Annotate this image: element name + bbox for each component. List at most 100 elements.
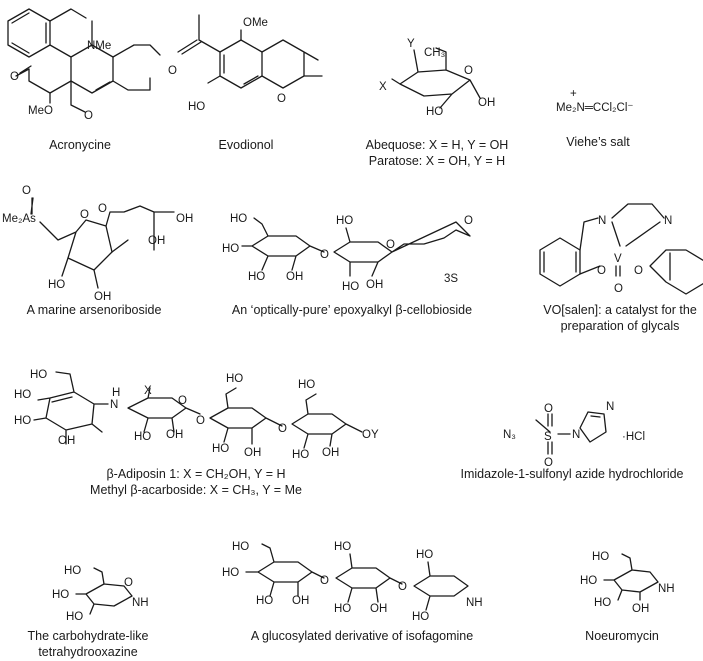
arsenoriboside-caption: A marine arsenoriboside <box>26 303 162 317</box>
adip-n-label: N <box>110 399 118 411</box>
imid-n1-label: N <box>572 429 580 441</box>
adip-oh1-label: OH <box>58 435 75 447</box>
arseno-ho-label: HO <box>48 279 65 291</box>
arsenic-oxide-o-label: O <box>22 185 31 197</box>
oxazine-caption-line2: tetrahydrooxazine <box>38 645 138 659</box>
paratose-caption-line: Paratose: X = OH, Y = H <box>368 154 506 168</box>
evodionol-caption: Evodionol <box>218 138 274 152</box>
imidazole-structure: N₃ S O O N N ·HCl <box>503 401 645 469</box>
adip-ho-ch2-label: HO <box>30 369 47 381</box>
acronycine-caption: Acronycine <box>49 138 111 152</box>
sulfur-label: S <box>544 431 552 443</box>
iso-nh-label: NH <box>466 597 483 609</box>
cello-oh1-label: OH <box>286 271 303 283</box>
noeuromycin-caption: Noeuromycin <box>585 629 659 643</box>
cello-o2-label: O <box>386 239 395 251</box>
abequose-structure: Y CH₃ X O HO OH <box>379 38 495 118</box>
iso-o1-label: O <box>320 575 329 587</box>
cello-ho2-label: HO <box>230 213 247 225</box>
imidazole-caption: Imidazole-1-sulfonyl azide hydrochloride <box>460 467 684 481</box>
cellobioside-structure: HO HO HO OH O HO HO OH O O 3S <box>222 213 473 293</box>
adip-o2-label: O <box>196 415 205 427</box>
noeuromycin-structure: HO HO HO NH OH <box>580 551 675 615</box>
evodionol-o-label: O <box>277 93 286 105</box>
nme-label: NMe <box>87 40 111 52</box>
adip-ho7-label: HO <box>292 449 309 461</box>
cellobioside-caption: An ‘optically-pure’ epoxyalkyl β-cellobi… <box>231 303 473 317</box>
ox-ho1-label: HO <box>64 565 81 577</box>
salen-n2-label: N <box>664 215 672 227</box>
arseno-oh3-label: OH <box>176 213 193 225</box>
cello-ho4-label: HO <box>336 215 353 227</box>
vosalen-caption-line1: VO[salen]: a catalyst for the <box>543 303 697 317</box>
ox-nh-label: NH <box>132 597 149 609</box>
vanadium-label: V <box>614 253 622 265</box>
noe-nh-label: NH <box>658 583 675 595</box>
adiposin-caption-line: β-Adiposin 1: X = CH₂OH, Y = H <box>106 467 286 481</box>
acronycine-structure: NMe O MeO O <box>7 8 161 122</box>
cello-ho1-label: HO <box>222 243 239 255</box>
iso-oh2-label: OH <box>370 603 387 615</box>
iso-ho5-label: HO <box>334 603 351 615</box>
abequose-oh-label: OH <box>478 97 495 109</box>
hcl-label: ·HCl <box>622 431 645 443</box>
azide-n3-label: N₃ <box>503 429 516 441</box>
vosalen-structure: N N V O O O <box>539 203 703 295</box>
arsenoriboside-structure: O Me₂As O O HO OH OH OH <box>2 185 193 303</box>
ox-ho2-label: HO <box>52 589 69 601</box>
noe-ho3-label: HO <box>594 597 611 609</box>
noe-oh-label: OH <box>632 603 649 615</box>
ring-o-label: O <box>464 65 473 77</box>
ome-label: OMe <box>243 17 268 29</box>
viehe-plus-label: + <box>570 88 577 100</box>
oxazine-structure: HO HO HO O NH <box>52 565 149 623</box>
ether-o-label: O <box>98 203 107 215</box>
arseno-oh2-label: OH <box>148 235 165 247</box>
salen-o2-label: O <box>634 265 643 277</box>
abequose-caption-line: Abequose: X = H, Y = OH <box>365 138 509 152</box>
three-s-label: 3S <box>444 273 458 285</box>
adip-ho3-label: HO <box>134 431 151 443</box>
cello-oh2-label: OH <box>366 279 383 291</box>
meo-label: MeO <box>28 105 53 117</box>
evodionol-structure: OMe O HO O <box>168 14 323 113</box>
adip-ho6-label: HO <box>298 379 315 391</box>
epoxide-o-label: O <box>464 215 473 227</box>
viehe-caption: Viehe’s salt <box>566 135 630 149</box>
pyran-o-label: O <box>84 110 93 122</box>
imid-n3-label: N <box>606 401 614 413</box>
adip-x-label: X <box>144 385 152 397</box>
noe-ho2-label: HO <box>580 575 597 587</box>
iso-ho7-label: HO <box>412 611 429 623</box>
ox-o-label: O <box>124 577 133 589</box>
cello-ho5-label: HO <box>342 281 359 293</box>
adiposin-structure: HO HO HO OH N H X O HO OH O HO HO OH O H… <box>14 369 379 461</box>
abequose-caption: Abequose: X = H, Y = OH Paratose: X = OH… <box>366 137 509 169</box>
me2as-label: Me₂As <box>2 213 36 225</box>
salen-o1-label: O <box>597 265 606 277</box>
iso-oh1-label: OH <box>292 595 309 607</box>
adiposin-caption: β-Adiposin 1: X = CH₂OH, Y = H Methyl β-… <box>90 466 302 498</box>
abequose-ch3-label: CH₃ <box>424 47 446 59</box>
iso-ho2-label: HO <box>222 567 239 579</box>
oxazine-caption: The carbohydrate-like tetrahydrooxazine <box>28 628 149 660</box>
carbonyl-o-label: O <box>10 71 19 83</box>
noe-ho1-label: HO <box>592 551 609 563</box>
iso-ho6-label: HO <box>416 549 433 561</box>
evodionol-ho-label: HO <box>188 101 205 113</box>
adip-oh4-label: OH <box>322 447 339 459</box>
cello-link-o-label: O <box>320 249 329 261</box>
adip-ho2-label: HO <box>14 415 31 427</box>
adip-oy-label: OY <box>362 429 379 441</box>
adip-oh2-label: OH <box>166 429 183 441</box>
ox-ho3-label: HO <box>66 611 83 623</box>
oxazine-caption-line1: The carbohydrate-like <box>27 629 149 643</box>
iso-ho4-label: HO <box>334 541 351 553</box>
ketone-o-label: O <box>168 65 177 77</box>
viehe-salt-structure: + Me₂N═CCl₂Cl⁻ <box>556 88 633 114</box>
iso-ho1-label: HO <box>232 541 249 553</box>
adip-ho1-label: HO <box>14 389 31 401</box>
vosalen-caption-line2: preparation of glycals <box>560 319 680 333</box>
